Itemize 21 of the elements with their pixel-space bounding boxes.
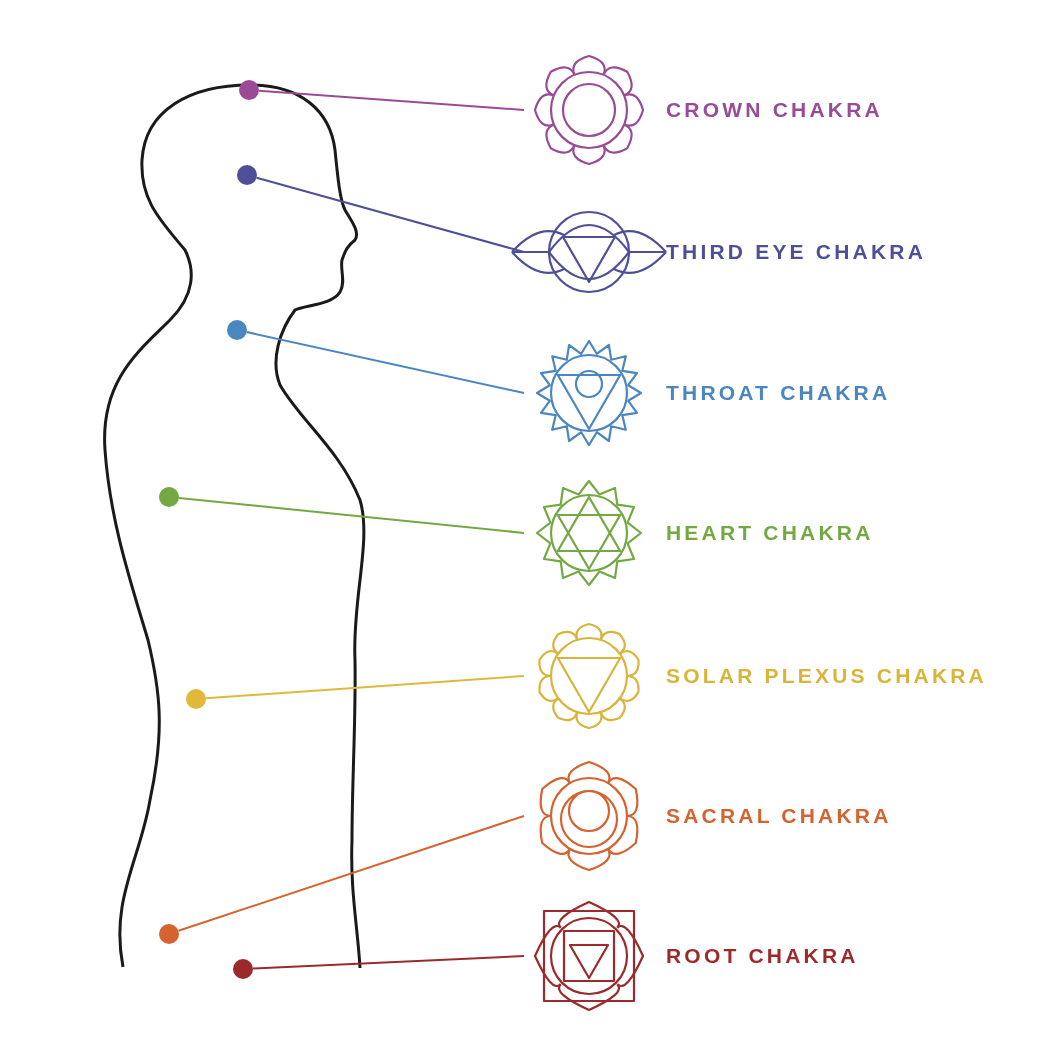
chakra-name: THIRD EYE CHAKRA [666,240,927,264]
chakra-name: ROOT CHAKRA [666,944,859,968]
point-marker-dot [237,165,257,185]
point-marker-dot [233,959,253,979]
leader-line [258,89,525,111]
leader-line [252,955,525,970]
point-marker-dot [227,320,247,340]
leader-line [177,815,525,932]
leader-line [205,675,525,700]
point-marker-dot [186,689,206,709]
chakra-name: SACRAL CHAKRA [666,804,892,828]
point-marker-dot [159,487,179,507]
chakra-name: HEART CHAKRA [666,521,874,545]
chakra-name: CROWN CHAKRA [666,98,883,122]
chakra-name: SOLAR PLEXUS CHAKRA [666,664,987,688]
leader-line [245,331,525,394]
leader-line [177,497,525,534]
point-marker-dot [239,80,259,100]
chakra-name: THROAT CHAKRA [666,381,891,405]
point-marker-dot [159,924,179,944]
leader-line [255,176,525,253]
